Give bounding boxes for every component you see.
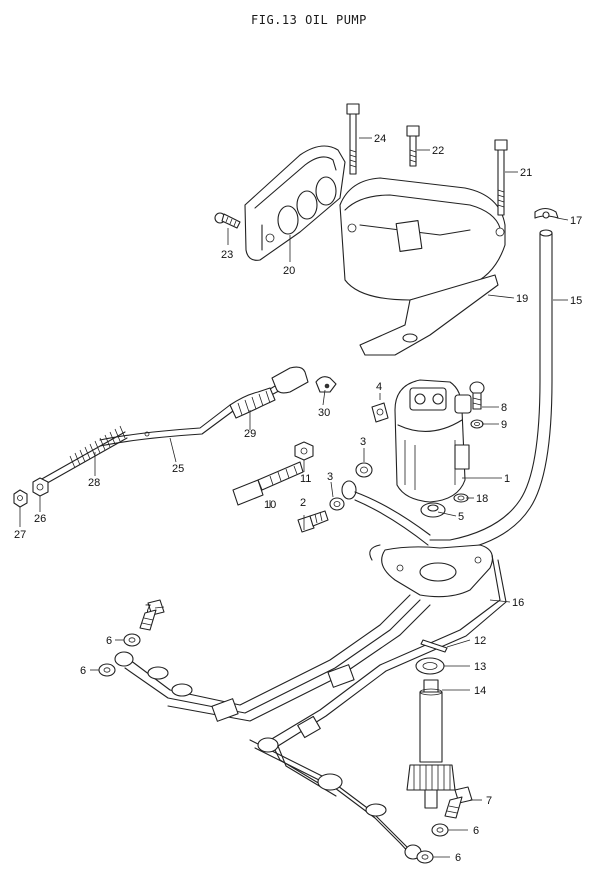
part-2-bolt <box>297 510 329 533</box>
part-6-washer-3 <box>431 823 449 837</box>
part-9-washer <box>470 419 484 429</box>
callout-29: 29 <box>244 428 256 440</box>
callout-7-upper: 7 <box>145 603 151 615</box>
callout-3-upper: 3 <box>360 436 366 448</box>
part-3-washer-lower <box>329 497 345 511</box>
callout-17: 17 <box>570 215 582 227</box>
callout-6-a: 6 <box>106 635 112 647</box>
callout-3-lower: 3 <box>327 471 333 483</box>
callout-13: 13 <box>474 661 486 673</box>
part-22-bolt <box>406 125 420 167</box>
callout-12: 12 <box>474 635 486 647</box>
callout-2: 2 <box>300 497 306 509</box>
callout-30: 30 <box>318 407 330 419</box>
part-1-oil-pump <box>394 379 472 503</box>
callout-11: 11 <box>300 473 311 485</box>
part-25-cable <box>99 371 301 447</box>
callout-15: 15 <box>570 295 582 307</box>
callout-8: 8 <box>501 402 507 414</box>
callout-20: 20 <box>283 265 295 277</box>
callout-26: 26 <box>34 513 46 525</box>
callout-23: 23 <box>221 249 233 261</box>
part-14-gear-shaft <box>406 679 456 809</box>
part-13-washer <box>415 657 445 675</box>
callout-16: 16 <box>512 597 524 609</box>
callout-4: 4 <box>376 381 382 393</box>
oil-line-banjo <box>341 480 431 546</box>
figure-title: FIG.13 OIL PUMP <box>251 13 367 27</box>
part-30-clip <box>315 376 337 393</box>
part-29-cable-boot <box>229 387 276 419</box>
part-20-bracket <box>244 145 346 261</box>
part-10-stud <box>232 461 304 506</box>
callout-27: 27 <box>14 529 26 541</box>
part-8-screw <box>469 381 485 410</box>
callout-9: 9 <box>501 419 507 431</box>
callout-numbers: 24 22 21 23 20 19 15 17 4 8 9 3 1 18 5 3… <box>14 133 582 864</box>
callout-22: 22 <box>432 145 444 157</box>
callout-6-d: 6 <box>455 852 461 864</box>
part-6-washer-1 <box>123 633 141 647</box>
part-5-gasket <box>420 502 446 518</box>
part-16-oil-line-assembly <box>114 544 507 860</box>
part-18-o-ring <box>453 493 469 503</box>
leader-lines <box>19 137 569 858</box>
part-26-nut <box>32 477 49 497</box>
part-24-bolt <box>346 103 360 175</box>
part-12-pin <box>420 639 448 653</box>
part-17-hose-clip <box>534 207 559 219</box>
part-11-nut <box>294 441 314 461</box>
part-7-bolt-upper <box>139 599 165 631</box>
callout-6-c: 6 <box>473 825 479 837</box>
callout-7-lower: 7 <box>486 795 492 807</box>
part-28-cable-spring <box>39 425 128 487</box>
part-27-nut <box>13 489 28 508</box>
callout-24: 24 <box>374 133 386 145</box>
callout-6-b: 6 <box>80 665 86 677</box>
part-4-fitting <box>371 402 389 423</box>
callout-25: 25 <box>172 463 184 475</box>
part-6-washer-4 <box>416 850 434 864</box>
callout-18: 18 <box>476 493 488 505</box>
part-7-bolt-lower <box>444 786 473 819</box>
part-21-bolt <box>494 139 508 216</box>
callout-1: 1 <box>504 473 510 485</box>
callout-10: 10 <box>264 499 276 511</box>
callout-5: 5 <box>458 511 464 523</box>
callout-28: 28 <box>88 477 100 489</box>
part-6-washer-2 <box>98 663 116 677</box>
callout-14: 14 <box>474 685 486 697</box>
part-23-screw <box>214 212 241 229</box>
cable-end-fitting <box>271 366 309 394</box>
part-3-washer-upper <box>355 462 373 478</box>
part-19-pump-cover <box>339 177 506 356</box>
callout-21: 21 <box>520 167 532 179</box>
callout-19: 19 <box>516 293 528 305</box>
